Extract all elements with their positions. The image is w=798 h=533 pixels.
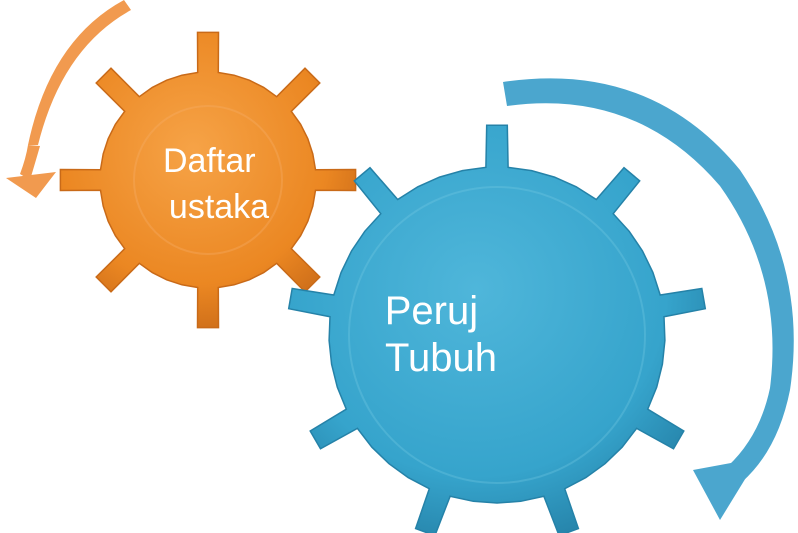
svg-text:Daftar ustaka: Daftar ustaka xyxy=(163,142,269,226)
orange-arrow-body xyxy=(28,0,131,145)
large-gear-shape xyxy=(287,124,707,533)
orange-arrowhead-icon xyxy=(6,172,56,198)
small-gear: Daftar ustaka xyxy=(59,31,357,329)
large-gear-hub xyxy=(348,186,646,484)
svg-text:Peruj Tubuh: Peruj Tubuh xyxy=(385,289,497,380)
blue-rotation-arrow xyxy=(503,78,794,520)
large-gear: Peruj Tubuh xyxy=(287,124,707,533)
blue-arrow-body xyxy=(503,78,794,482)
large-gear-label-line-1: Peruj xyxy=(385,289,478,333)
large-gear-label-line-2: Tubuh xyxy=(385,336,497,380)
small-gear-label-line-1: Daftar xyxy=(163,142,256,180)
small-gear-label-line-2: ustaka xyxy=(169,188,269,226)
small-gear-hub xyxy=(133,105,283,255)
blue-arrowhead-icon xyxy=(693,458,758,520)
small-gear-shape xyxy=(59,31,357,329)
orange-rotation-arrow xyxy=(6,0,131,198)
